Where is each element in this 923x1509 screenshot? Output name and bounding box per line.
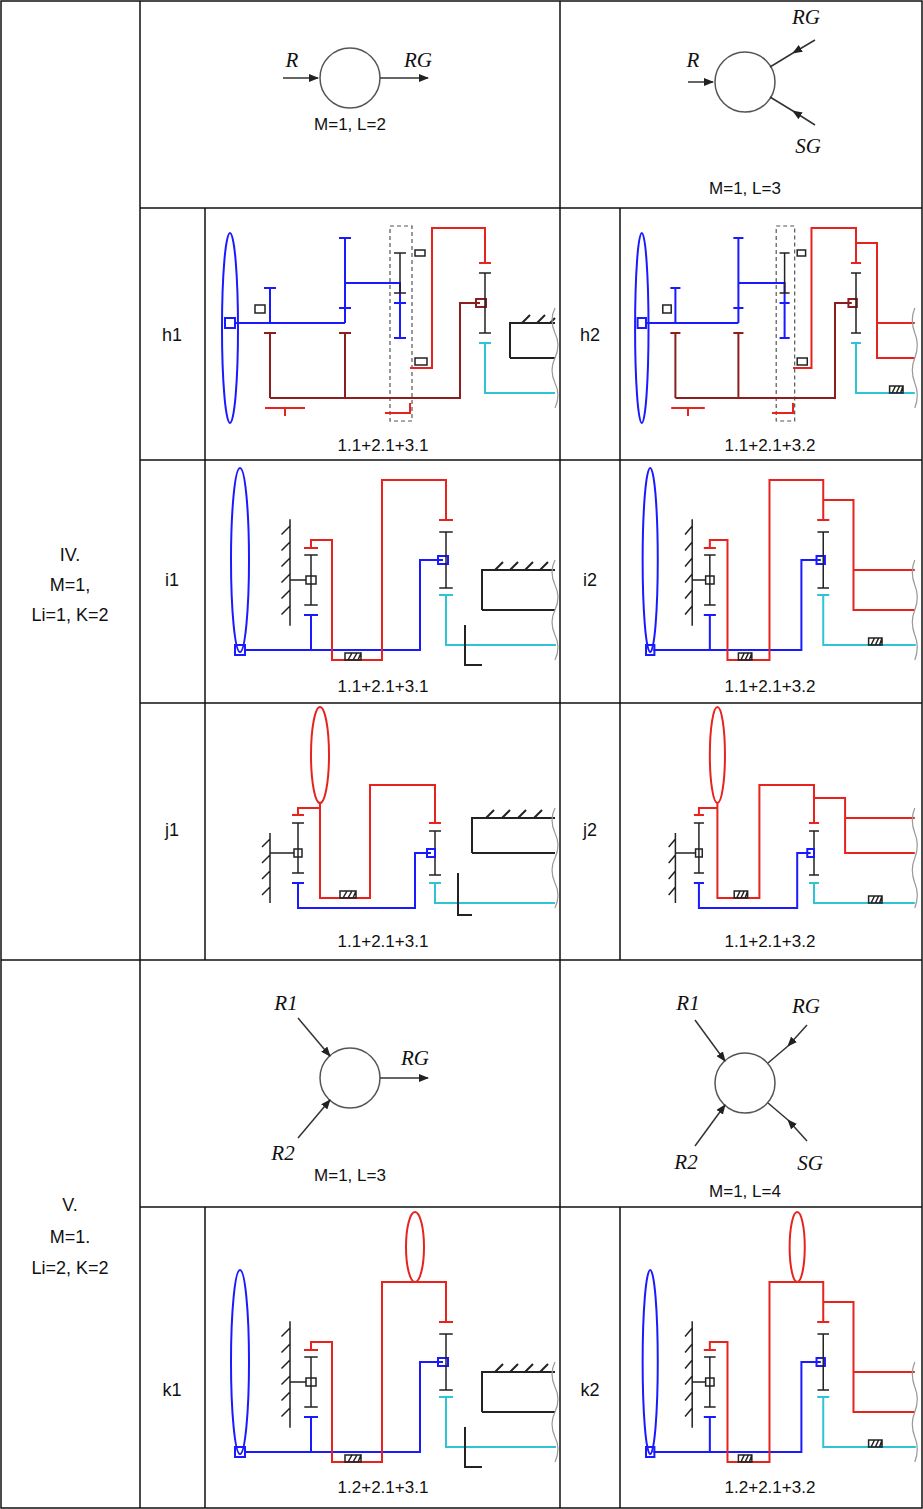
port-label: RG xyxy=(399,1046,431,1070)
port-label: RG xyxy=(790,994,822,1018)
output-line xyxy=(770,97,793,111)
case-label: M=1, L=4 xyxy=(707,1182,783,1202)
port-label: R2 xyxy=(672,1150,699,1174)
schematic-h1 xyxy=(222,226,558,423)
combination-caption: 1.1+2.1+3.1 xyxy=(336,436,431,456)
combination-caption: 1.1+2.1+3.2 xyxy=(723,677,818,697)
output-arrow xyxy=(380,77,428,79)
case-label: M=1, L=2 xyxy=(312,115,388,135)
input-arrow xyxy=(283,77,318,79)
schematic-j2 xyxy=(669,707,918,908)
combination-caption: 1.1+2.1+3.1 xyxy=(336,677,431,697)
combination-caption: 1.1+2.1+3.1 xyxy=(336,932,431,952)
schematic-k2 xyxy=(643,1212,918,1462)
schematic-j1 xyxy=(262,707,558,915)
input-arrow xyxy=(298,1100,330,1138)
gearbox-circle xyxy=(320,1048,380,1108)
port-label: R1 xyxy=(272,991,299,1015)
schematic-h2 xyxy=(635,226,917,423)
combination-caption: 1.1+2.1+3.2 xyxy=(723,436,818,456)
input-arrow xyxy=(695,1020,725,1061)
output-arrow xyxy=(793,40,815,53)
port-label: R xyxy=(685,48,702,72)
case-label: M=1, L=3 xyxy=(707,179,783,199)
variant-label: j1 xyxy=(163,820,181,841)
output-arrow xyxy=(788,1120,807,1141)
schematic-k1 xyxy=(231,1212,558,1467)
output-line xyxy=(768,1046,788,1063)
combination-caption: 1.1+2.1+3.2 xyxy=(723,932,818,952)
output-line xyxy=(768,1103,788,1120)
variant-label: h1 xyxy=(160,325,184,346)
output-line xyxy=(770,53,793,67)
schematic-i2 xyxy=(643,468,918,660)
port-label: R2 xyxy=(269,1141,296,1165)
gearbox-circle xyxy=(715,1053,775,1113)
combination-caption: 1.2+2.1+3.1 xyxy=(336,1478,431,1498)
port-label: SG xyxy=(793,134,823,158)
row-label: Li=1, K=2 xyxy=(29,605,110,626)
row-label: Li=2, K=2 xyxy=(29,1258,110,1279)
variant-label: h2 xyxy=(578,325,602,346)
variant-label: j2 xyxy=(581,820,599,841)
row-label: V. xyxy=(60,1195,79,1216)
variant-label: i1 xyxy=(163,570,181,591)
row-label: M=1, xyxy=(48,575,93,596)
port-label: RG xyxy=(790,5,822,29)
output-arrow xyxy=(380,1077,428,1079)
row-label: M=1. xyxy=(48,1227,93,1248)
variant-label: k2 xyxy=(578,1380,601,1401)
output-arrow xyxy=(788,1025,807,1046)
combination-caption: 1.2+2.1+3.2 xyxy=(723,1478,818,1498)
input-arrow xyxy=(688,81,713,83)
variant-label: i2 xyxy=(581,570,599,591)
gearbox-circle xyxy=(320,48,380,108)
row-label: IV. xyxy=(58,545,82,566)
variant-label: k1 xyxy=(160,1380,183,1401)
schematic-i1 xyxy=(231,468,558,665)
port-label: R xyxy=(284,48,301,72)
port-label: RG xyxy=(402,48,434,72)
output-arrow xyxy=(793,111,815,125)
port-label: R1 xyxy=(674,991,701,1015)
gearbox-circle xyxy=(715,52,775,112)
input-arrow xyxy=(298,1018,330,1056)
port-label: SG xyxy=(795,1151,825,1175)
flow-symbols xyxy=(283,40,815,1146)
case-label: M=1, L=3 xyxy=(312,1166,388,1186)
input-arrow xyxy=(695,1105,725,1146)
